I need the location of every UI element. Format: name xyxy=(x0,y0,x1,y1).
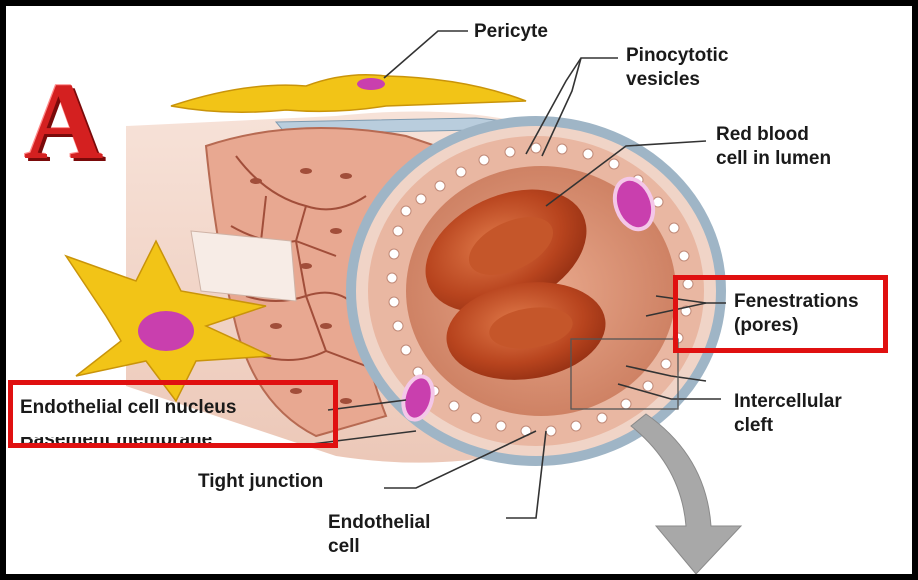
callout-arrow xyxy=(631,414,741,574)
panel-letter: A xyxy=(24,66,103,176)
highlight-box-nucleus xyxy=(8,380,338,448)
label-pinocytotic-line1: Pinocytotic xyxy=(626,44,728,68)
pericyte-nucleus xyxy=(357,78,385,90)
label-intercellular-line2: cleft xyxy=(734,414,773,438)
diagram-canvas: A Pericyte Pinocytotic vesicles Red bloo… xyxy=(6,6,912,574)
label-rbc-line2: cell in lumen xyxy=(716,147,831,171)
label-pinocytotic-line2: vesicles xyxy=(626,68,700,92)
label-endothelial-cell-line2: cell xyxy=(328,535,360,559)
label-pericyte: Pericyte xyxy=(474,20,548,44)
star-cell-nucleus xyxy=(138,311,194,351)
label-tight-junction: Tight junction xyxy=(198,470,323,494)
cutaway-step xyxy=(191,231,296,301)
pericyte-cell xyxy=(171,75,526,113)
label-endothelial-cell-line1: Endothelial xyxy=(328,511,430,535)
label-rbc-line1: Red blood xyxy=(716,123,809,147)
label-intercellular-line1: Intercellular xyxy=(734,390,842,414)
highlight-box-fenestrations xyxy=(673,275,888,353)
